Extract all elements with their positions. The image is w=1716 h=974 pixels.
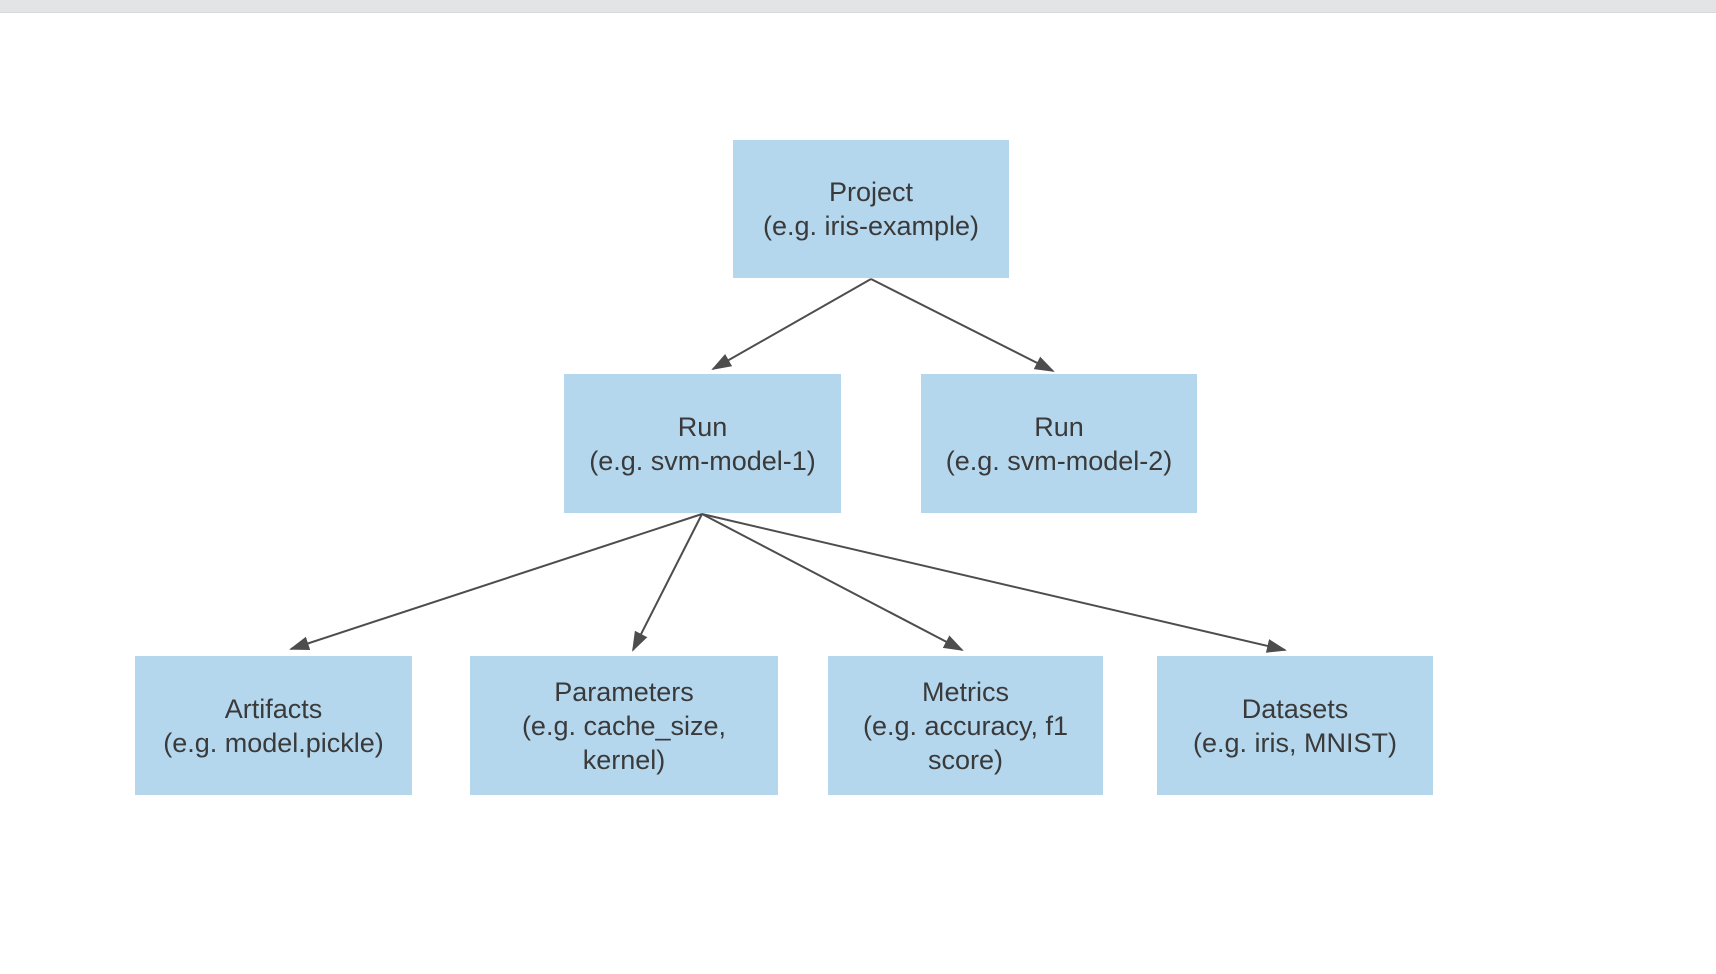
node-project-example: (e.g. iris-example)	[762, 211, 980, 241]
node-metrics: Metrics (e.g. accuracy, f1 score)	[828, 656, 1103, 795]
node-run-1: Run (e.g. svm-model-1)	[564, 374, 841, 513]
node-project: Project (e.g. iris-example)	[733, 140, 1009, 278]
edge-run-1-to-parameters	[632, 513, 703, 652]
edge-project-to-run-1	[711, 278, 872, 370]
node-run-1-title: Run	[677, 411, 728, 442]
edge-run-1-to-datasets	[701, 513, 1287, 653]
node-parameters-example: (e.g. cache_size, kernel)	[521, 710, 727, 775]
node-artifacts-example: (e.g. model.pickle)	[163, 727, 384, 758]
node-run-2-example: (e.g. svm-model-2)	[945, 445, 1173, 476]
node-run-2-title: Run	[1034, 411, 1084, 442]
node-artifacts-title: Artifacts	[224, 693, 323, 724]
node-parameters-title: Parameters	[554, 676, 694, 707]
node-run-2: Run (e.g. svm-model-2)	[921, 374, 1197, 513]
node-datasets: Datasets (e.g. iris, MNIST)	[1157, 656, 1433, 795]
edge-run-1-to-artifacts	[289, 513, 703, 651]
top-window-bar	[0, 0, 1716, 13]
node-metrics-example: (e.g. accuracy, f1 score)	[862, 710, 1069, 775]
node-datasets-example: (e.g. iris, MNIST)	[1192, 727, 1397, 758]
node-metrics-title: Metrics	[922, 676, 1009, 707]
edge-run-1-to-metrics	[701, 513, 964, 651]
edge-project-to-run-2	[870, 278, 1055, 372]
node-run-1-example: (e.g. svm-model-1)	[589, 445, 816, 476]
node-artifacts: Artifacts (e.g. model.pickle)	[135, 656, 412, 795]
node-project-title: Project	[828, 177, 914, 207]
node-parameters: Parameters (e.g. cache_size, kernel)	[470, 656, 778, 795]
node-datasets-title: Datasets	[1241, 693, 1349, 724]
